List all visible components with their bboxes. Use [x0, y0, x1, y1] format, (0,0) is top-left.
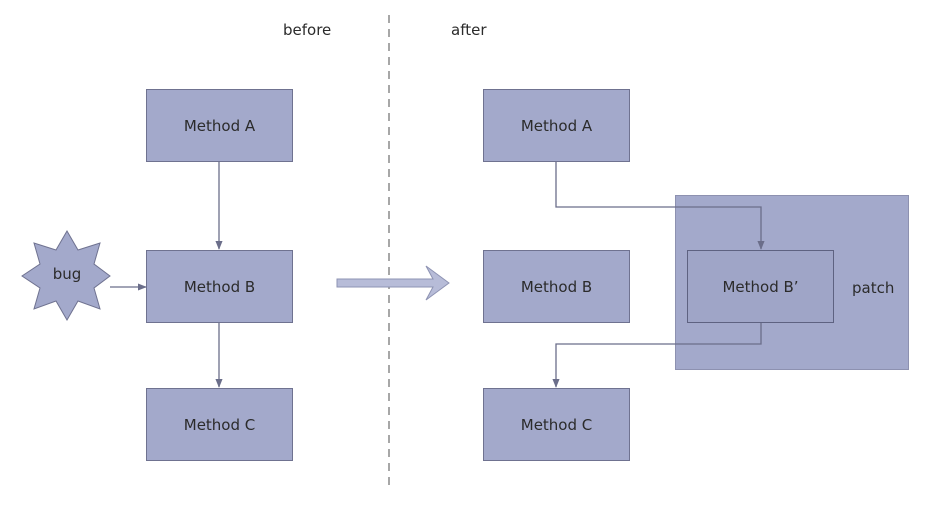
- before-method-c-label: Method C: [183, 415, 256, 434]
- arrow-b-prime-to-c: [552, 323, 762, 388]
- before-method-a-label: Method A: [183, 116, 256, 135]
- after-method-b-prime-label: Method B’: [722, 277, 799, 296]
- after-header: after: [451, 21, 487, 39]
- after-method-c-label: Method C: [520, 415, 593, 434]
- after-method-b-label: Method B: [520, 277, 593, 296]
- after-method-a-box: Method A: [483, 89, 630, 162]
- after-method-b-box: Method B: [483, 250, 630, 323]
- before-method-c-box: Method C: [146, 388, 293, 461]
- before-method-b-box: Method B: [146, 250, 293, 323]
- bug-star-shape: [21, 230, 111, 321]
- transition-arrow: [336, 265, 450, 301]
- patch-label: patch: [852, 279, 895, 297]
- arrow-a-to-b-prime: [555, 162, 765, 250]
- after-method-c-box: Method C: [483, 388, 630, 461]
- after-method-b-prime-box: Method B’: [687, 250, 834, 323]
- after-method-a-label: Method A: [520, 116, 593, 135]
- bug-label: bug: [52, 265, 82, 283]
- before-header: before: [283, 21, 332, 39]
- before-method-b-label: Method B: [183, 277, 256, 296]
- before-method-a-box: Method A: [146, 89, 293, 162]
